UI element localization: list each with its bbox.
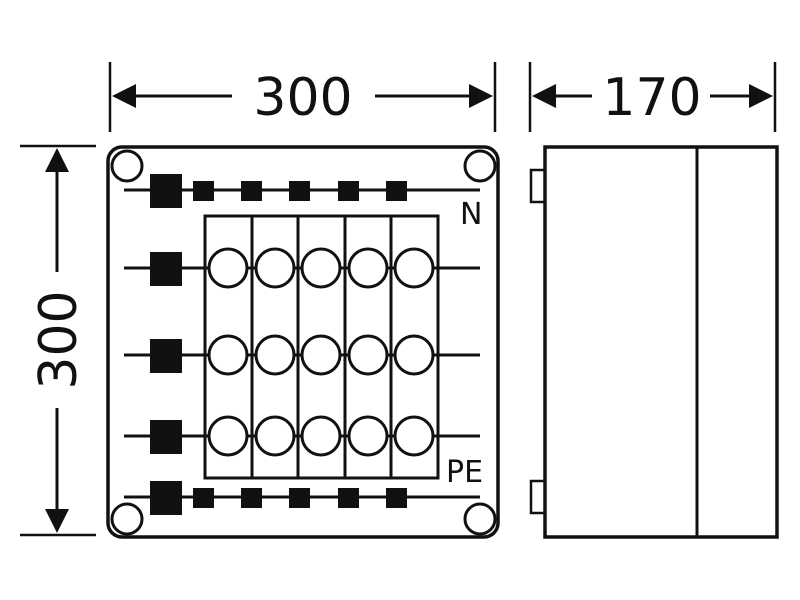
depth-value: 170: [602, 68, 701, 128]
height-dimension: 300: [20, 144, 96, 537]
fuse: [347, 415, 389, 457]
terminal-block-n: [150, 174, 182, 208]
small-terminal: [386, 181, 407, 201]
fuse-row-3: [207, 415, 435, 457]
mounting-hole-bottom-right: [463, 502, 497, 536]
side-view: [529, 145, 779, 539]
small-terminal: [193, 181, 214, 201]
fuse: [254, 334, 296, 376]
pe-label: PE: [446, 455, 483, 490]
hinge-bottom: [529, 479, 547, 515]
small-terminal: [338, 488, 359, 508]
arrowhead-right: [749, 84, 773, 108]
small-terminal: [386, 488, 407, 508]
hinge-top: [529, 168, 547, 204]
fuse-holder-frame: [203, 214, 440, 480]
terminal-block-l2: [150, 339, 182, 373]
arrowhead-top: [45, 148, 69, 172]
fuse: [347, 247, 389, 289]
terminal-block-l3: [150, 420, 182, 454]
side-enclosure-outline: [543, 145, 779, 539]
height-value: 300: [29, 290, 89, 389]
fuse: [300, 247, 342, 289]
terminal-block-pe: [150, 481, 182, 515]
fuse: [254, 415, 296, 457]
arrowhead-left: [532, 84, 556, 108]
arrowhead-bottom: [45, 509, 69, 533]
small-terminal: [289, 488, 310, 508]
terminal-block-l1: [150, 252, 182, 286]
neutral-terminals: [193, 181, 407, 201]
mounting-hole-top-left: [110, 149, 144, 183]
fuse: [207, 415, 249, 457]
mounting-hole-bottom-left: [110, 502, 144, 536]
neutral-label: N: [460, 197, 482, 232]
fuse: [300, 334, 342, 376]
small-terminal: [241, 488, 262, 508]
arrowhead-right: [469, 84, 493, 108]
fuse: [207, 247, 249, 289]
fuse: [347, 334, 389, 376]
width-dimension: 300: [108, 62, 497, 132]
small-terminal: [241, 181, 262, 201]
width-value: 300: [253, 68, 352, 128]
fuse: [393, 415, 435, 457]
arrowhead-left: [112, 84, 136, 108]
fuse: [393, 247, 435, 289]
fuse-row-2: [207, 334, 435, 376]
fuse: [393, 334, 435, 376]
fuse: [207, 334, 249, 376]
fuse: [300, 415, 342, 457]
mounting-hole-top-right: [463, 149, 497, 183]
front-view: N PE: [106, 145, 500, 539]
small-terminal: [193, 488, 214, 508]
enclosure-outline: [106, 145, 500, 539]
fuse: [254, 247, 296, 289]
depth-dimension: 170: [528, 62, 777, 132]
small-terminal: [338, 181, 359, 201]
fuse-row-1: [207, 247, 435, 289]
small-terminal: [289, 181, 310, 201]
pe-terminals: [193, 488, 407, 508]
